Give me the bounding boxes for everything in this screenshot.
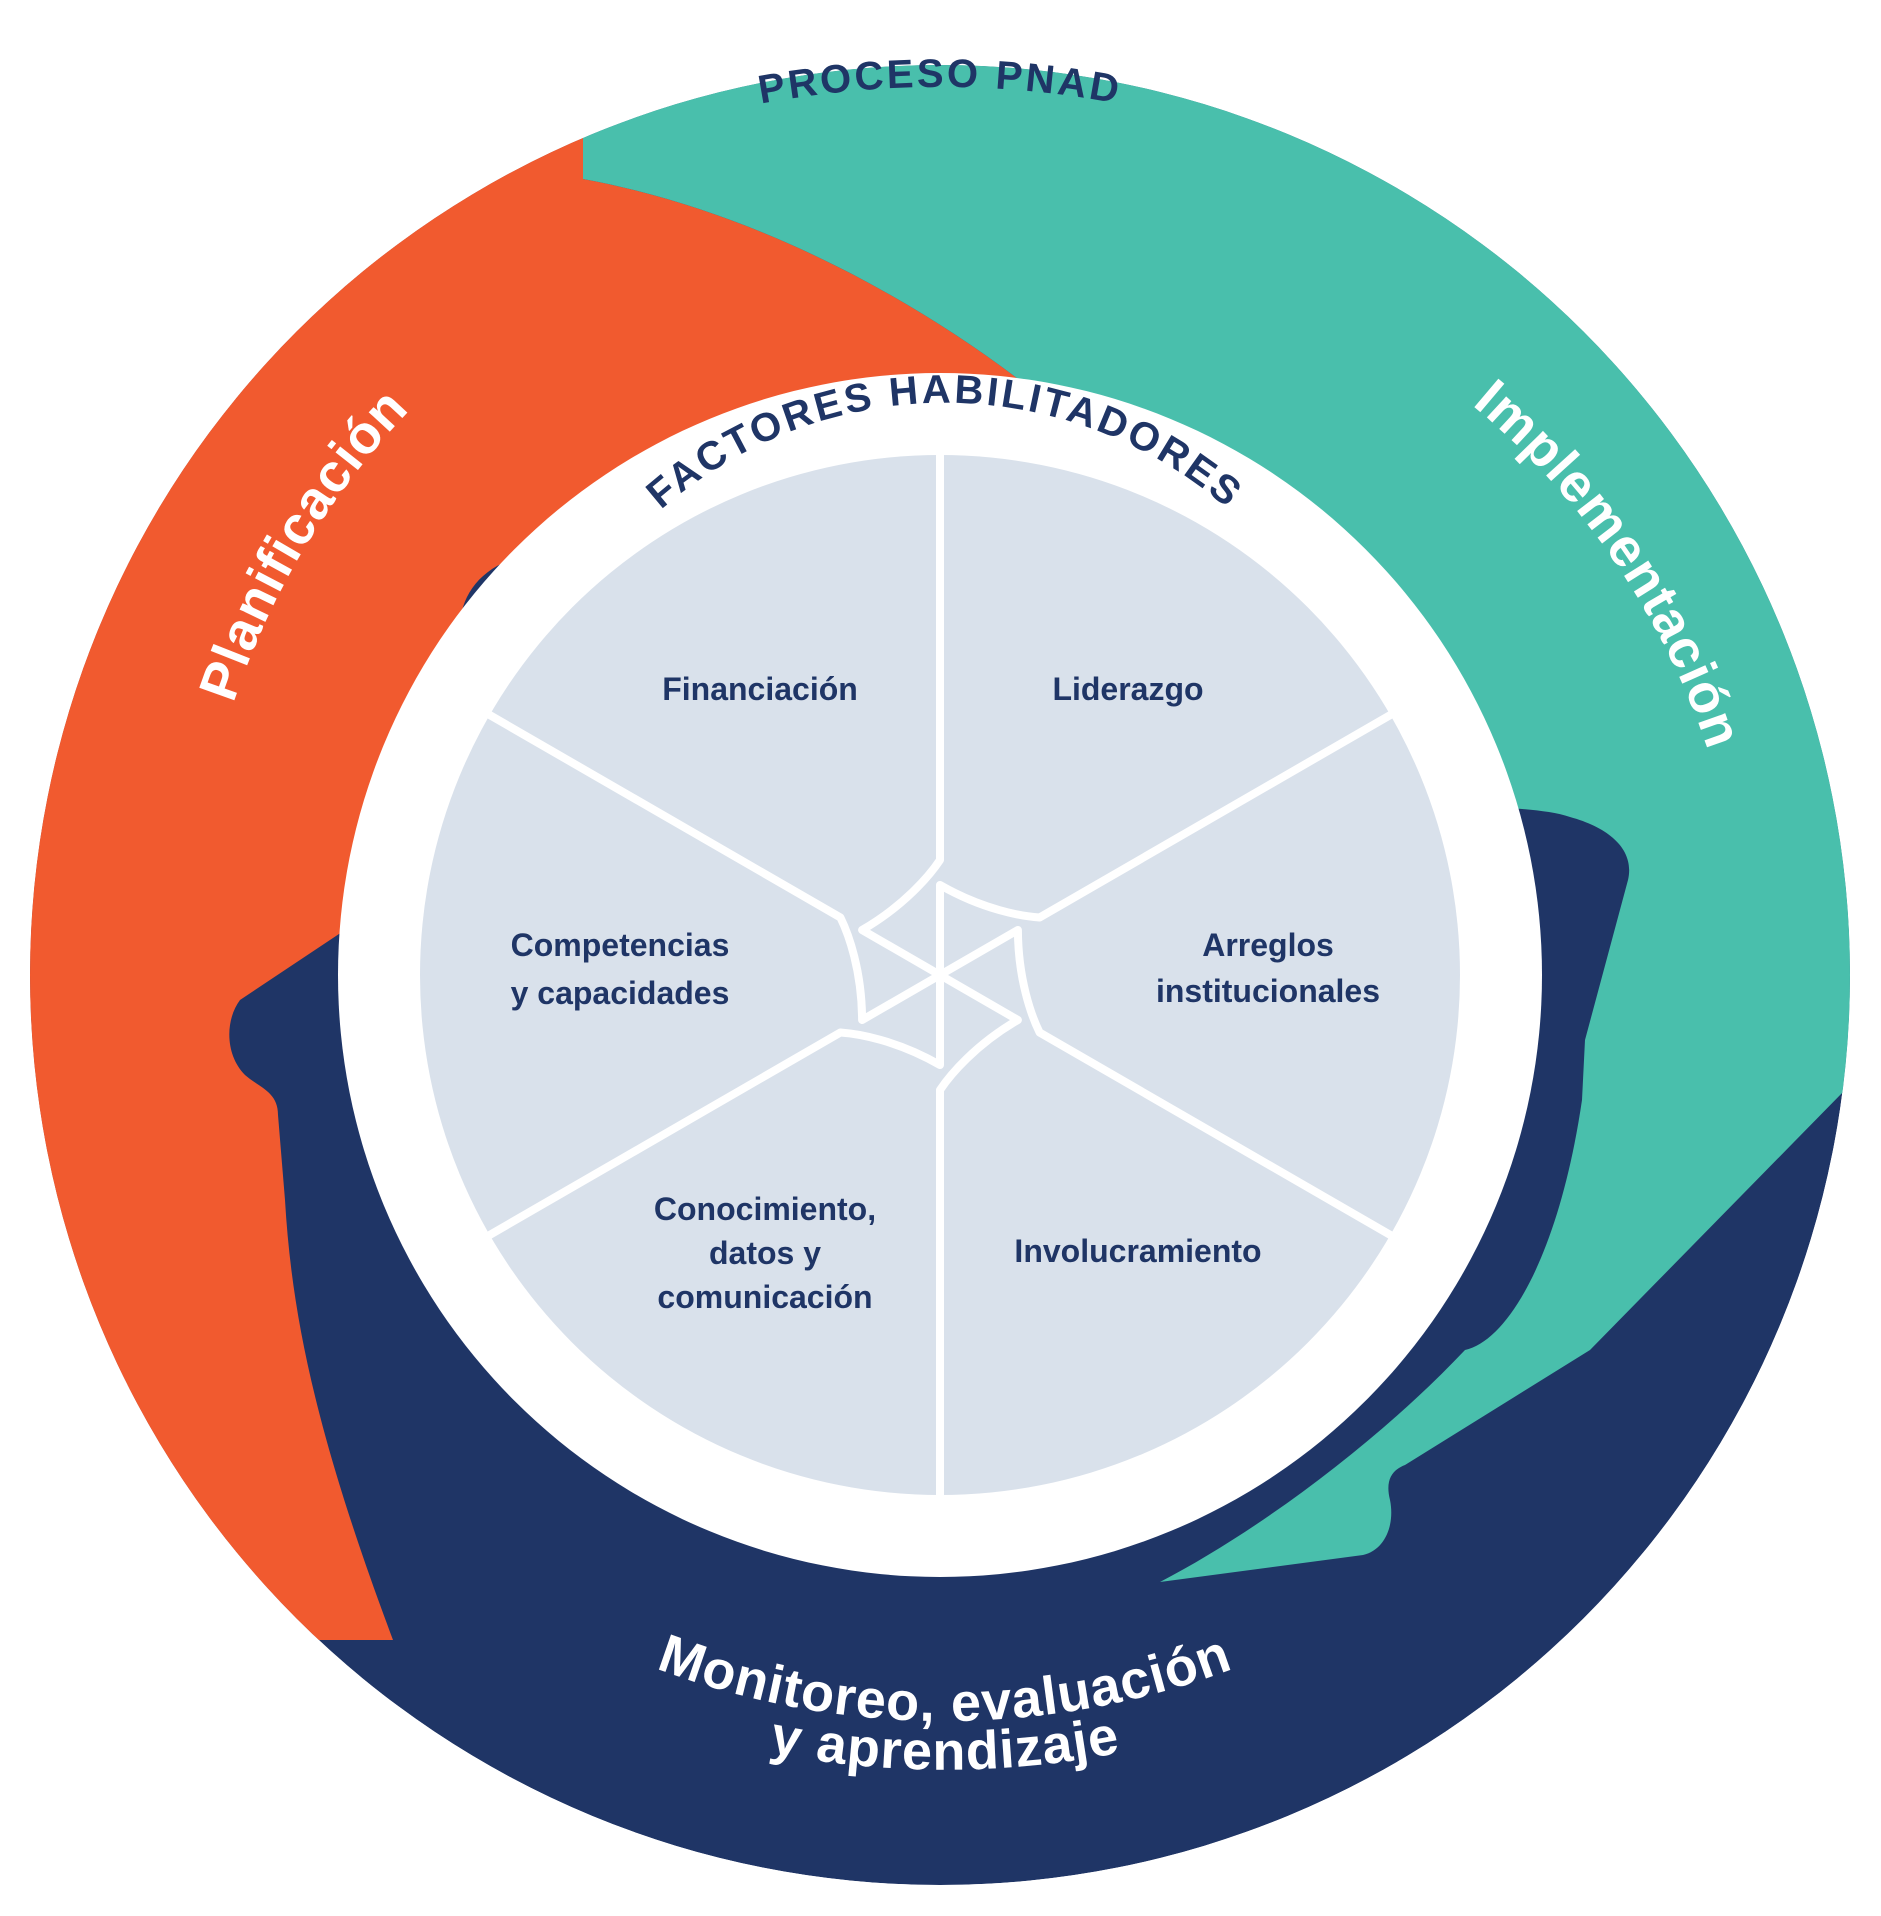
enabler-involucramiento: Involucramiento bbox=[1014, 1233, 1261, 1269]
enabler-conocimiento: Conocimiento, datos y comunicación bbox=[654, 1191, 876, 1315]
puzzle-divider bbox=[858, 441, 944, 979]
enabler-label-line: Involucramiento bbox=[1014, 1233, 1261, 1269]
enabler-label-line: Competencias bbox=[511, 927, 730, 963]
puzzle-divider bbox=[477, 971, 944, 1244]
enabler-label-line: institucionales bbox=[1156, 973, 1380, 1009]
puzzle-divider bbox=[477, 706, 944, 1024]
puzzle-divider bbox=[936, 926, 1403, 1244]
enabler-label-line: datos y bbox=[709, 1235, 821, 1271]
enablers-puzzle bbox=[420, 441, 1460, 1509]
enabler-label-line: Financiación bbox=[662, 671, 858, 707]
enabler-arreglos: Arreglos institucionales bbox=[1156, 927, 1380, 1009]
enabler-label-line: Conocimiento, bbox=[654, 1191, 876, 1227]
puzzle-divider bbox=[936, 971, 1022, 1509]
puzzle-divider bbox=[936, 706, 1403, 979]
enabler-label-line: Arreglos bbox=[1202, 927, 1334, 963]
enabler-label-line: y capacidades bbox=[511, 975, 730, 1011]
implementacion-segment bbox=[583, 65, 1850, 1582]
enabler-label-line: Liderazgo bbox=[1052, 671, 1203, 707]
enabler-liderazgo: Liderazgo bbox=[1052, 671, 1203, 707]
enabler-label-line: comunicación bbox=[657, 1279, 872, 1315]
enabler-financiacion: Financiación bbox=[662, 671, 858, 707]
enabler-competencias: Competencias y capacidades bbox=[511, 927, 730, 1011]
